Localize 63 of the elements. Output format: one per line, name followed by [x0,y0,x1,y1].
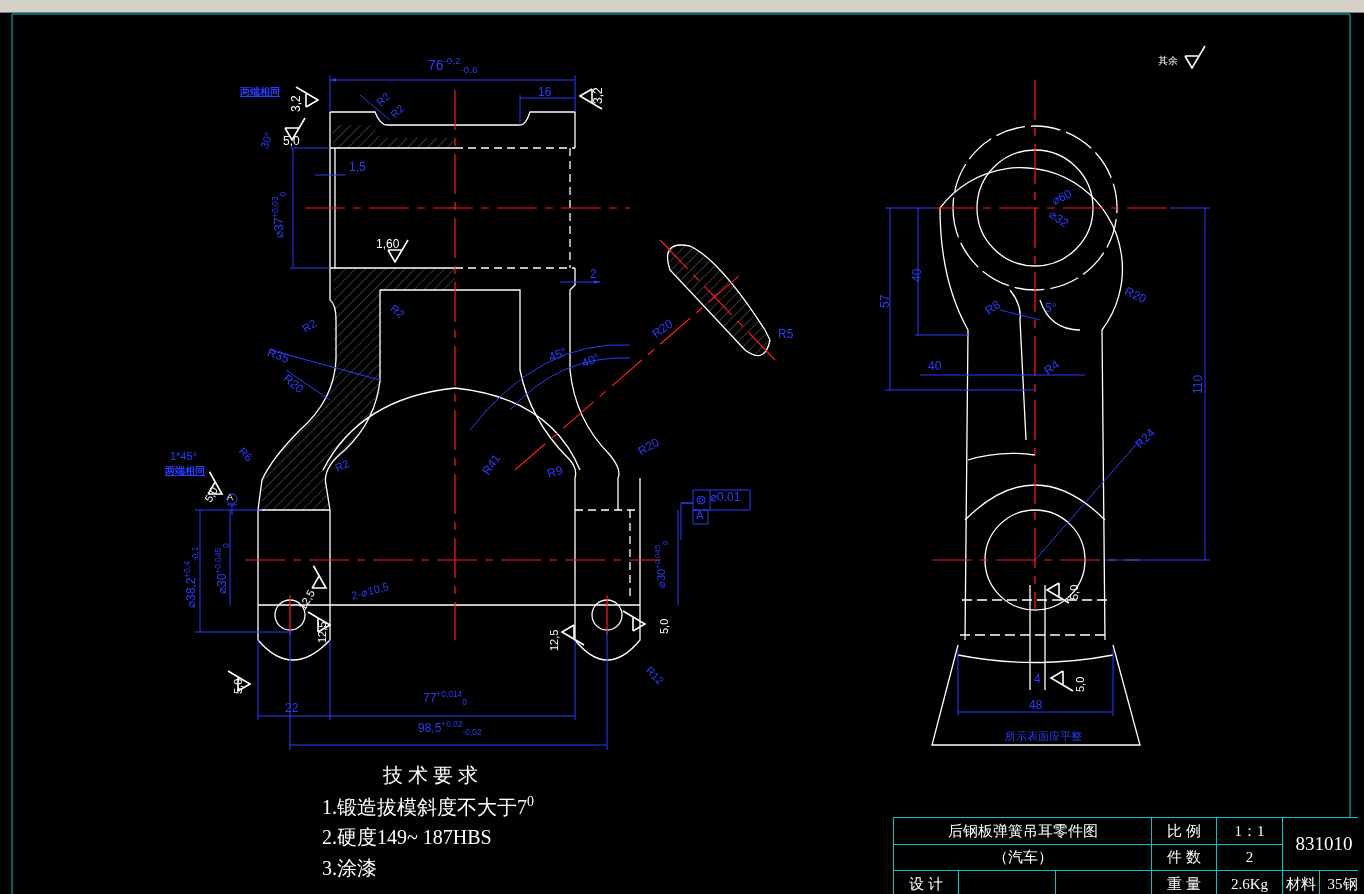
dimension-text: 40° [580,351,602,371]
roughness-value: 5,0 [202,484,221,505]
dimension-text: R4 [1042,358,1063,378]
title-block-cell: 设 计 [894,871,958,894]
dimension-text: A [696,509,704,522]
roughness-value: 5,0 [232,678,245,694]
title-block-cell: 后钢板弹簧吊耳零件图 [894,818,1151,844]
dimension-text: 110 [1192,374,1206,394]
dimension-text: R20 [1122,285,1148,307]
dimension-text: ⌀32 [1046,208,1071,231]
roughness-value: 3,2 [592,87,606,104]
dimension-text: 40 [928,360,942,374]
dimension-text: R20 [650,317,676,341]
dimension-text: 2 [590,268,597,282]
roughness-value: 12,5 [548,629,561,651]
dimension-text: R35 [265,346,291,366]
title-block-cell: （汽车） [894,845,1151,870]
roughness-value: 12,5 [316,621,329,643]
dimension-text: 2-⌀10,5 [350,580,391,602]
roughness-value: 5,0 [283,135,300,149]
title-block-cell: 重 量 [1152,871,1216,894]
heading-text: 技 术 要 求 [383,764,478,786]
dimension-text: 5° [1045,302,1057,316]
dimension-text: R24 [1133,426,1158,452]
dimension-text: 40 [911,268,925,282]
title-block-cell: 材料 [1283,871,1319,894]
dimension-text: 48 [1029,699,1043,713]
dimension-text: 1*45° [170,450,198,463]
title-block-cell: 2 [1217,845,1282,870]
note-text: 2.硬度149~ 187HBS [322,826,492,848]
note-text: 1.锻造拔模斜度不大于7$^{0}$ [322,794,534,818]
dimension-text: R20 [636,436,662,459]
dimension-text: 22 [285,702,299,716]
roughness-value: 其余 [1158,55,1178,66]
dimension-text: 所示表面应平整 [1005,730,1082,743]
note-text: 两端相同 [165,465,205,476]
title-block-cell: 比 例 [1152,818,1216,844]
dimension-text: 57 [879,294,893,308]
dimension-text: ⌀0.01 [710,491,741,505]
dimension-text: ⌀60 [1050,187,1075,208]
note-text: 两端相同 [240,86,280,97]
dimension-text: R41 [480,451,504,478]
dimension-text: 45° [547,345,569,365]
roughness-value: 1,60 [376,238,400,252]
roughness-value: 5,0 [1074,676,1087,692]
roughness-value: 5,0 [658,618,671,634]
dimension-text: 1,5 [349,161,366,175]
title-block-cell: 件 数 [1152,845,1216,870]
dimension-text: 4 [1034,673,1041,687]
title-block-cell: 2.6Kg [1217,871,1282,894]
dimension-text: R8 [983,298,1004,318]
title-block-cell: 1：1 [1217,818,1282,844]
dimension-text: R9 [546,464,565,481]
dimension-text: R2 [388,302,407,321]
dimension-text: R20 [280,372,306,397]
dimension-text: 16 [538,86,552,100]
note-text: 3.涂漆 [322,857,377,879]
dimension-text: R2 [300,316,319,335]
dimension-text: 30° [258,130,276,151]
roughness-value: 3,2 [290,95,304,112]
dimension-text: R6 [236,445,255,464]
dimension-text: R2 [333,457,351,474]
dimension-text: R5 [778,328,794,342]
